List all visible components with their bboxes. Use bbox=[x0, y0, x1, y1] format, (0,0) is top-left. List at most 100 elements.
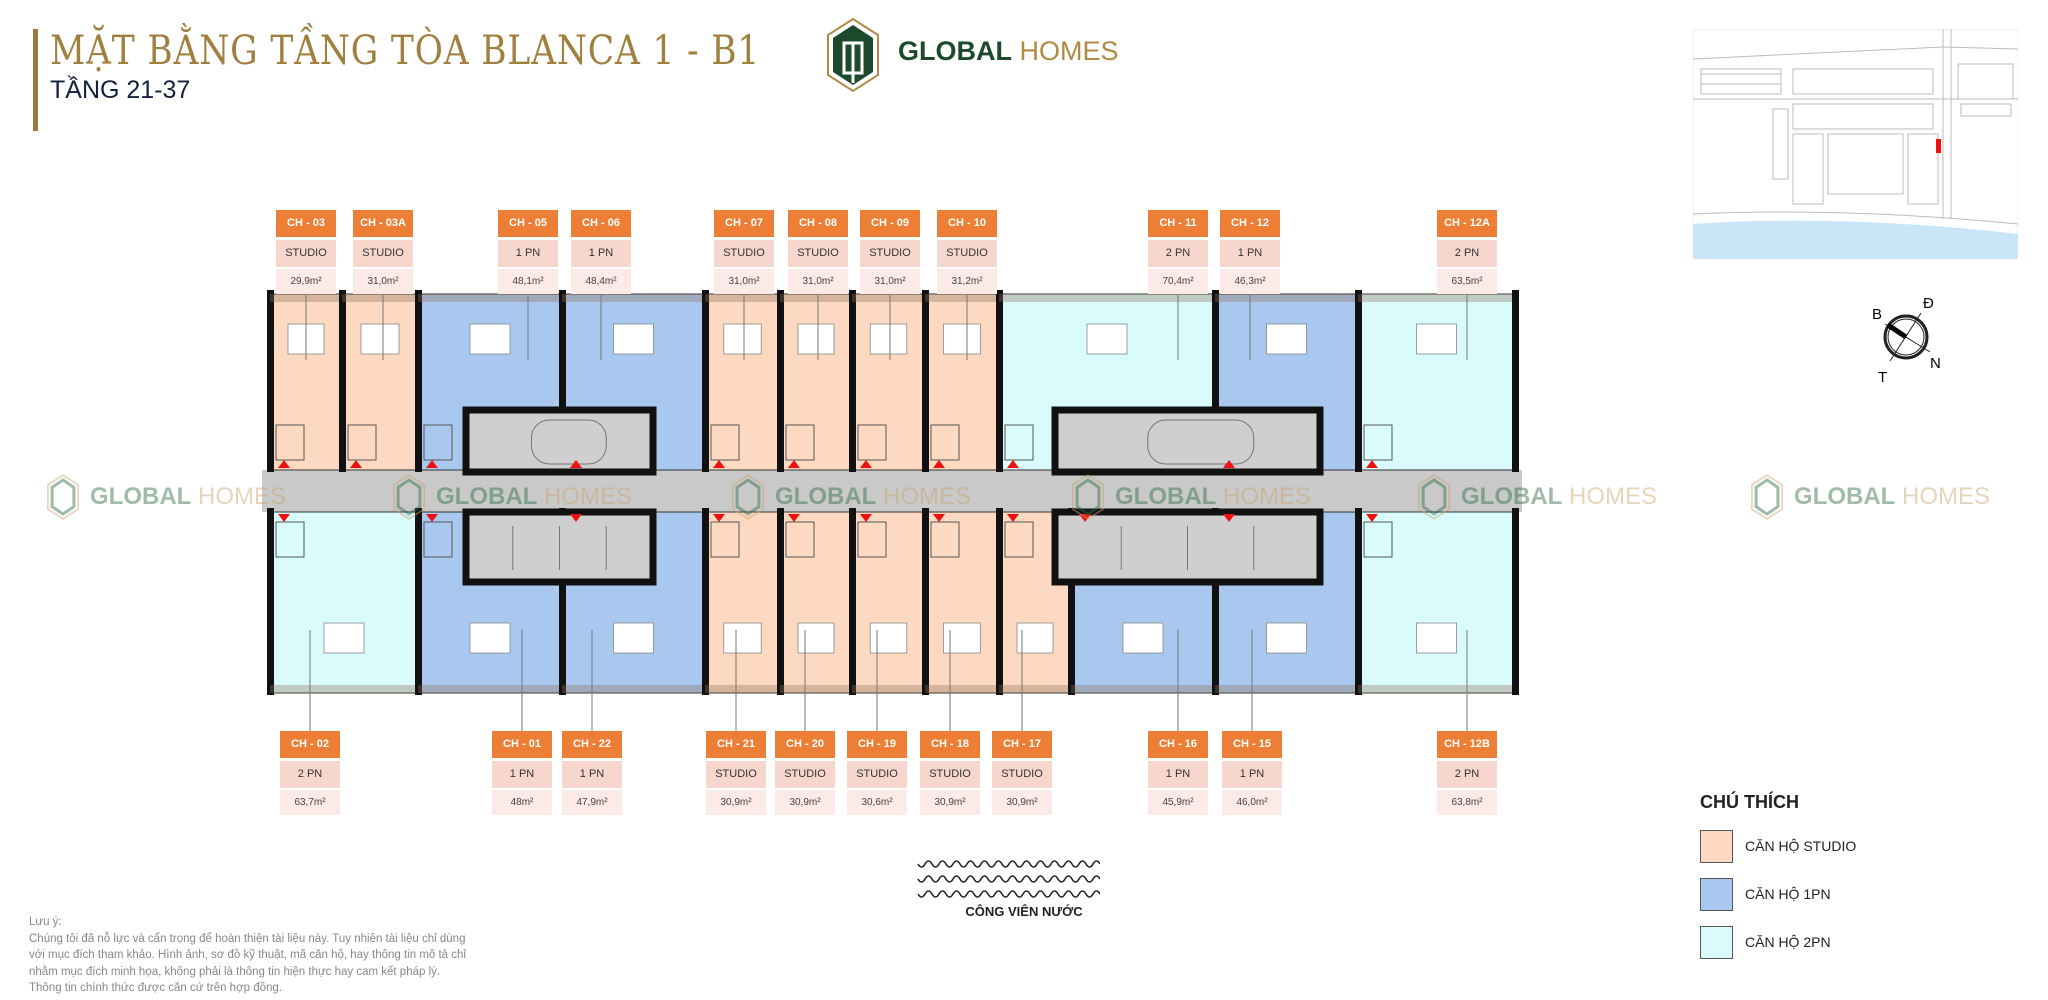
note-line: nhằm mục đích minh họa, không phải là th… bbox=[29, 965, 441, 978]
unit-code: CH - 03 bbox=[276, 210, 336, 237]
partition-wall bbox=[267, 290, 274, 472]
partition-wall bbox=[339, 290, 346, 472]
brand-light: HOMES bbox=[1019, 36, 1119, 66]
partition-wall bbox=[1212, 290, 1219, 472]
door-marker bbox=[278, 460, 290, 468]
unit-area: 30,6m² bbox=[847, 790, 907, 815]
watermark-brand-bold: GLOBAL bbox=[1461, 483, 1563, 510]
bed bbox=[869, 622, 908, 654]
compass-west: T bbox=[1878, 369, 1887, 385]
partition-wall bbox=[559, 508, 566, 695]
partition-wall bbox=[849, 290, 856, 472]
legend-label-1pn: CĂN HỘ 1PN bbox=[1745, 886, 1831, 902]
unit-code: CH - 10 bbox=[937, 210, 997, 237]
unit-area: 31,0m² bbox=[353, 269, 413, 294]
bathroom bbox=[423, 424, 453, 461]
unit-area: 70,4m² bbox=[1148, 269, 1208, 294]
unit-area: 48,1m² bbox=[498, 269, 558, 294]
watermark-logo-icon bbox=[1071, 474, 1105, 520]
unit-type: STUDIO bbox=[788, 240, 848, 267]
legend-swatch-1pn bbox=[1700, 878, 1733, 911]
partition-wall bbox=[1355, 508, 1362, 695]
unit-type: STUDIO bbox=[860, 240, 920, 267]
watermark-logo-icon bbox=[46, 474, 80, 520]
unit-type: 2 PN bbox=[1437, 761, 1497, 788]
door-marker bbox=[788, 514, 800, 522]
watermark-logo-icon bbox=[1750, 474, 1784, 520]
unit-code: CH - 12B bbox=[1437, 731, 1497, 758]
balcony bbox=[1215, 294, 1358, 302]
watermark-brand-light: HOMES bbox=[1562, 483, 1658, 510]
bed bbox=[869, 323, 908, 355]
unit-code: CH - 12A bbox=[1437, 210, 1497, 237]
bed bbox=[797, 323, 835, 355]
floor-range-subtitle: TẦNG 21-37 bbox=[50, 76, 191, 104]
unit-area: 30,9m² bbox=[920, 790, 980, 815]
unit-area: 31,0m² bbox=[860, 269, 920, 294]
partition-wall bbox=[267, 508, 274, 695]
door-marker bbox=[350, 460, 362, 468]
partition-wall bbox=[702, 508, 709, 695]
door-marker bbox=[713, 460, 725, 468]
partition-wall bbox=[777, 508, 784, 695]
legend-label-2pn: CĂN HỘ 2PN bbox=[1745, 934, 1831, 950]
unit-area: 30,9m² bbox=[992, 790, 1052, 815]
balcony bbox=[418, 685, 562, 693]
partition-wall bbox=[1512, 508, 1519, 695]
partition-wall bbox=[1068, 508, 1075, 695]
watermark: GLOBAL HOMES bbox=[731, 474, 971, 520]
watermark-logo-icon bbox=[392, 474, 426, 520]
watermark-brand-bold: GLOBAL bbox=[436, 483, 538, 510]
bed bbox=[723, 323, 762, 355]
door-marker bbox=[933, 460, 945, 468]
bathroom bbox=[930, 424, 960, 461]
unit-code: CH - 09 bbox=[860, 210, 920, 237]
bed bbox=[943, 323, 981, 355]
door-marker bbox=[570, 460, 582, 468]
bathroom bbox=[930, 521, 960, 558]
legend-swatch-studio bbox=[1700, 830, 1733, 863]
unit-bottom-6 bbox=[924, 511, 1000, 694]
bathroom bbox=[857, 521, 887, 558]
watermark-brand-light: HOMES bbox=[1895, 483, 1991, 510]
corridor bbox=[262, 470, 1522, 512]
door-marker bbox=[1366, 514, 1378, 522]
balcony bbox=[1215, 685, 1358, 693]
unit-code: CH - 22 bbox=[562, 731, 622, 758]
unit-code: CH - 06 bbox=[571, 210, 631, 237]
unit-type: 2 PN bbox=[1148, 240, 1208, 267]
balcony bbox=[562, 685, 705, 693]
watermark-brand-light: HOMES bbox=[191, 483, 287, 510]
unit-area: 48m² bbox=[492, 790, 552, 815]
watermark: GLOBAL HOMES bbox=[46, 474, 286, 520]
bed bbox=[1122, 622, 1164, 654]
wave-line bbox=[917, 890, 1100, 898]
note-line: Thông tin chính thức được căn cứ trên hợ… bbox=[29, 982, 282, 994]
bed bbox=[469, 323, 511, 355]
unit-area: 31,0m² bbox=[714, 269, 774, 294]
unit-area: 46,0m² bbox=[1222, 790, 1282, 815]
balcony bbox=[780, 294, 852, 302]
unit-code: CH - 01 bbox=[492, 731, 552, 758]
site-location-map bbox=[1693, 29, 2018, 259]
compass-north: B bbox=[1872, 306, 1882, 323]
legend-swatch-2pn bbox=[1700, 926, 1733, 959]
watermark-brand-light: HOMES bbox=[1216, 483, 1312, 510]
page-title: MẶT BẰNG TẦNG TÒA BLANCA 1 - B1 bbox=[50, 28, 761, 74]
unit-type: 1 PN bbox=[1148, 761, 1208, 788]
unit-bottom-3 bbox=[704, 511, 781, 694]
water-park-label: CÔNG VIÊN NƯỚC bbox=[965, 904, 1083, 919]
unit-code: CH - 12 bbox=[1220, 210, 1280, 237]
door-marker bbox=[1079, 514, 1091, 522]
door-marker bbox=[1223, 460, 1235, 468]
unit-code: CH - 15 bbox=[1222, 731, 1282, 758]
door-marker bbox=[860, 460, 872, 468]
unit-type: STUDIO bbox=[714, 240, 774, 267]
